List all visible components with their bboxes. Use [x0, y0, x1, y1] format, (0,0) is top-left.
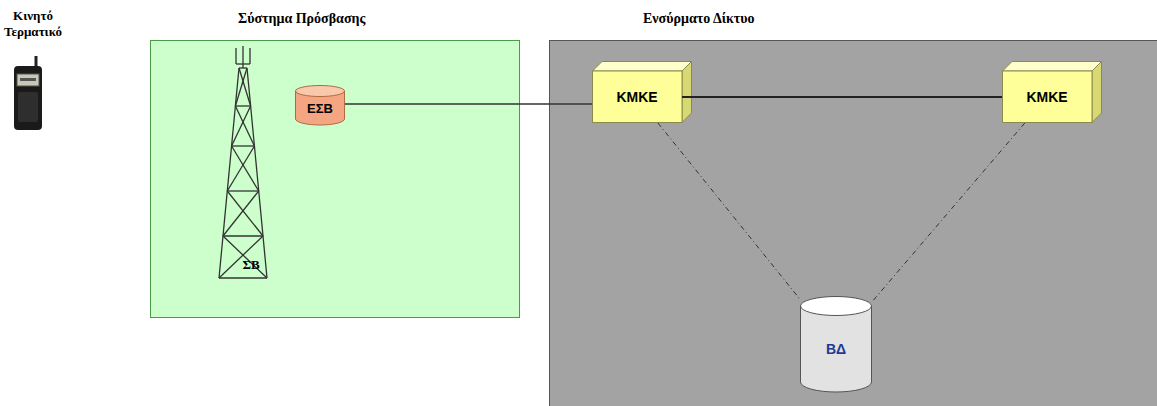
mobile-phone [8, 56, 48, 136]
region-title: Ενσύρματο Δίκτυο [643, 11, 755, 27]
switching-center: ΚΜΚΕ [592, 61, 692, 123]
base-station-controller: ΕΣΒ [295, 85, 345, 125]
connector-line [345, 103, 592, 105]
node-label: ΚΜΚΕ [616, 89, 657, 105]
connector-line [872, 123, 1025, 302]
connector-line [682, 96, 1002, 98]
node-label: ΚΜΚΕ [1026, 89, 1067, 105]
switching-center: ΚΜΚΕ [1002, 61, 1102, 123]
tower-label: ΣΒ [236, 257, 266, 273]
connector-line [658, 123, 800, 299]
region-title: Σύστημα Πρόσβασης [238, 11, 365, 27]
terminal-label: Κινητό Τερματικό [0, 8, 66, 40]
access-system-region: Σύστημα ΠρόσβασηςΕΣΒ [150, 40, 520, 318]
wired-network-region: Ενσύρματο ΔίκτυοΚΜΚΕΚΜΚΕΒΔ [549, 40, 1157, 406]
node-label: ΒΔ [826, 341, 846, 357]
database: ΒΔ [800, 296, 872, 392]
node-label: ΕΣΒ [307, 101, 333, 116]
